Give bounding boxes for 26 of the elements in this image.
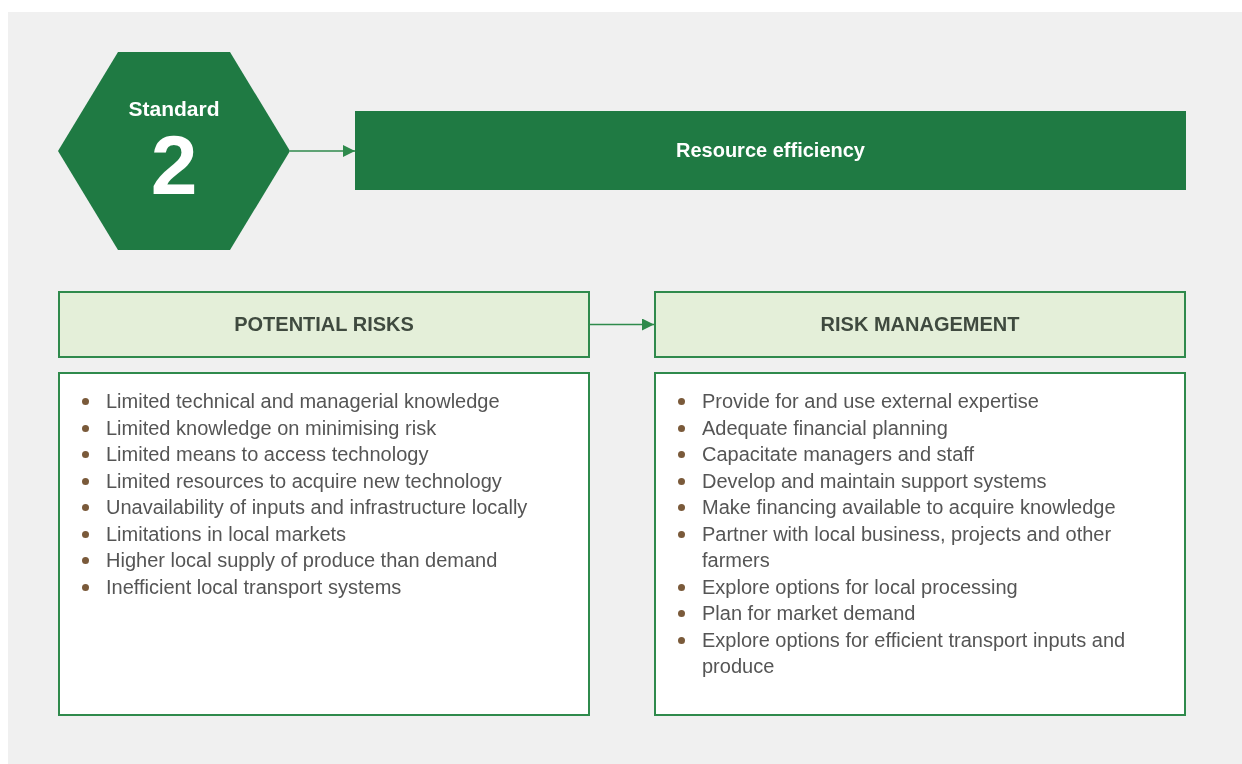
bullet-item: Explore options for local processing xyxy=(674,573,1168,600)
bullet-item: Adequate financial planning xyxy=(674,414,1168,441)
bullet-item: Higher local supply of produce than demand xyxy=(78,547,572,574)
arrow xyxy=(589,318,655,331)
bullet-item: Limited resources to acquire new technology xyxy=(78,467,572,494)
standard-number: 2 xyxy=(150,123,198,207)
bullet-item: Limited means to access technology xyxy=(78,441,572,468)
title-banner: Resource efficiency xyxy=(355,111,1186,190)
bullet-item: Explore options for efficient transport inputs and produce xyxy=(674,626,1168,680)
bullet-item: Limitations in local markets xyxy=(78,520,572,547)
bullet-item: Plan for market demand xyxy=(674,600,1168,627)
bullet-item: Make financing available to acquire knowledge xyxy=(674,494,1168,521)
bullet-item: Unavailability of inputs and infrastructure locally xyxy=(78,494,572,521)
bullet-item: Develop and maintain support systems xyxy=(674,467,1168,494)
list-box xyxy=(58,372,590,716)
standard-label: Standard xyxy=(128,96,220,122)
arrow xyxy=(289,145,356,157)
bullet-item: Limited knowledge on minimising risk xyxy=(78,414,572,441)
header-box: RISK MANAGEMENT xyxy=(654,291,1186,358)
bullet-item: Inefficient local transport systems xyxy=(78,573,572,600)
bullet-item: Provide for and use external expertise xyxy=(674,388,1168,415)
bullet-item: Partner with local business, projects and other farmers xyxy=(674,520,1168,574)
header-box: POTENTIAL RISKS xyxy=(58,291,590,358)
list-box xyxy=(654,372,1186,716)
bullet-item: Capacitate managers and staff xyxy=(674,441,1168,468)
bullet-item: Limited technical and managerial knowledge xyxy=(78,388,572,415)
